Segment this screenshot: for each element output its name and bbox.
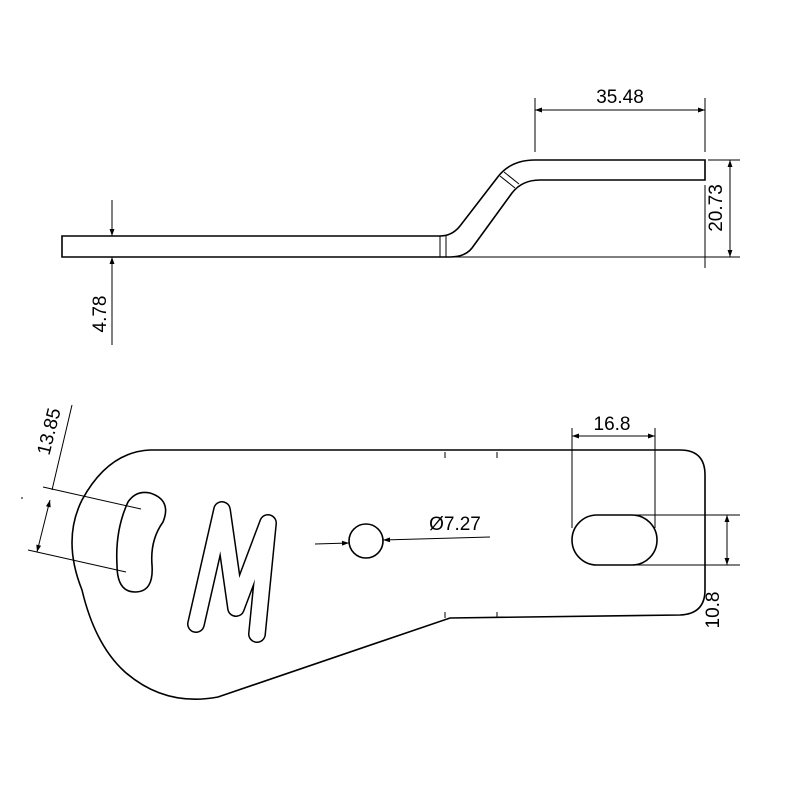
extension-line: [27, 549, 127, 573]
dimension-slot-width: 10.8: [703, 592, 724, 629]
round-hole: [348, 523, 384, 559]
side-profile: [61, 159, 706, 258]
top-view: Ø7.27 16.8 10.8 13.85: [21, 404, 740, 700]
dimension-slot-spacing: 13.85: [34, 406, 66, 457]
kidney-slot: [115, 491, 167, 593]
dimension-thickness: 4.78: [90, 296, 111, 333]
extension-line: [42, 486, 142, 510]
dimension-line: [382, 536, 491, 543]
embossed-letter-m: [187, 501, 277, 643]
dimension-hole-diameter: Ø7.27: [429, 514, 481, 535]
dimension-length-top: 35.48: [596, 87, 644, 108]
plate-outline: [71, 449, 706, 700]
dimension-line: [36, 499, 51, 553]
oblong-slot: [571, 514, 658, 566]
side-view: 35.48 20.73 4.78: [61, 87, 740, 345]
dimension-slot-length: 16.8: [594, 414, 631, 435]
dimension-line: [314, 540, 350, 546]
bend-line: [499, 175, 516, 189]
dimension-line: [51, 404, 73, 491]
bend-line: [503, 171, 520, 185]
edge-marks: [21, 452, 498, 618]
dimension-height-offset: 20.73: [706, 184, 727, 232]
